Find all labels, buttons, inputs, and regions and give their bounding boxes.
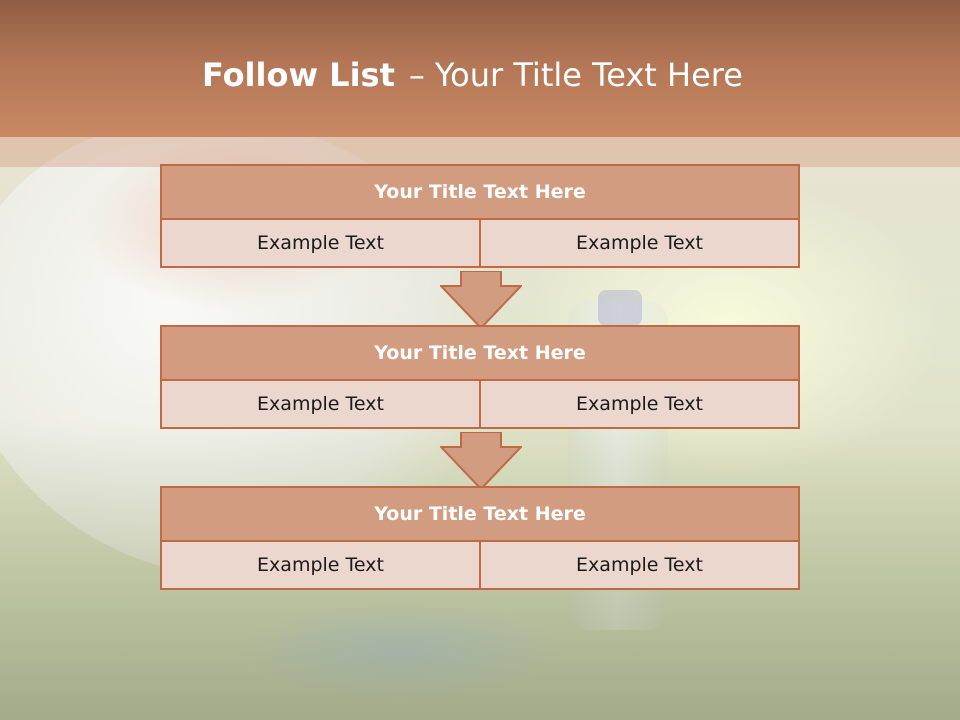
title-bold: Follow List — [202, 56, 395, 94]
step-2-title[interactable]: Your Title Text Here — [160, 325, 800, 381]
step-1-left-text[interactable]: Example Text — [160, 218, 481, 268]
title-rest: Your Title Text Here — [434, 56, 743, 94]
step-3-right-text[interactable]: Example Text — [479, 540, 800, 590]
step-1: Your Title Text Here Example Text Exampl… — [160, 164, 800, 268]
step-1-right-text[interactable]: Example Text — [479, 218, 800, 268]
step-3-title[interactable]: Your Title Text Here — [160, 486, 800, 542]
bottle-cap — [598, 290, 642, 326]
down-arrow-icon — [440, 271, 522, 329]
title-bar: Follow List–Your Title Text Here — [0, 0, 960, 137]
hand-on-grass — [240, 600, 560, 700]
step-3-left-text[interactable]: Example Text — [160, 540, 481, 590]
step-2-right-text[interactable]: Example Text — [479, 379, 800, 429]
header-shadow-band — [0, 137, 960, 167]
step-1-title[interactable]: Your Title Text Here — [160, 164, 800, 220]
step-2-left-text[interactable]: Example Text — [160, 379, 481, 429]
step-3: Your Title Text Here Example Text Exampl… — [160, 486, 800, 590]
down-arrow-icon — [440, 432, 522, 490]
title-separator: – — [408, 56, 425, 94]
step-2: Your Title Text Here Example Text Exampl… — [160, 325, 800, 429]
slide-title: Follow List–Your Title Text Here — [202, 56, 743, 94]
